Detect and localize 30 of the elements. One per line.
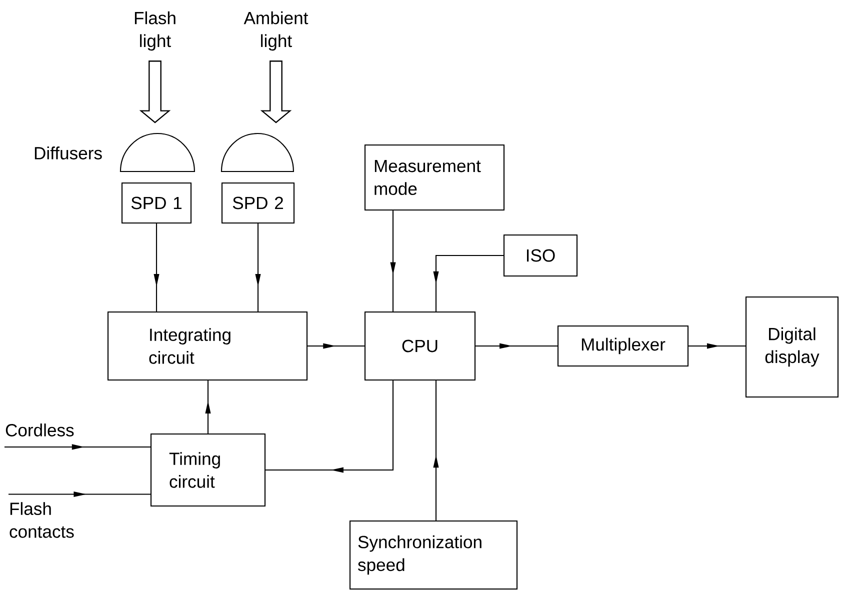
arrow (266, 380, 394, 473)
arrow (4, 444, 150, 450)
block-box: CPU (364, 311, 476, 381)
block-box: Synchronization speed (349, 520, 518, 590)
arrow (205, 380, 211, 434)
block-box: Multiplexer (557, 325, 689, 367)
block-box: SPD 2 (221, 182, 295, 224)
block-box: Digital display (745, 296, 839, 398)
block-box: SPD 1 (121, 182, 192, 224)
hollow-arrow (260, 60, 292, 124)
input-label: Flash contacts (10, 502, 74, 538)
arrow (688, 343, 746, 349)
hollow-arrow (139, 60, 171, 124)
block-box: Timing circuit (150, 433, 266, 507)
arrow (433, 254, 504, 312)
arrow (476, 343, 558, 349)
input-label: Ambient light (244, 11, 308, 51)
diffuser-dome (120, 133, 195, 172)
input-label: Flash light (134, 11, 176, 51)
arrow (255, 224, 261, 312)
arrow (390, 210, 396, 312)
diffuser-dome (220, 133, 294, 172)
side-label: Diffusers (34, 146, 102, 160)
arrow (433, 380, 439, 520)
arrow (308, 343, 364, 349)
input-label: Cordless (6, 424, 74, 436)
block-box: Measurement mode (364, 144, 505, 211)
arrow (154, 224, 160, 312)
block-box: ISO (503, 234, 578, 277)
block-box: Integrating circuit (107, 311, 308, 381)
